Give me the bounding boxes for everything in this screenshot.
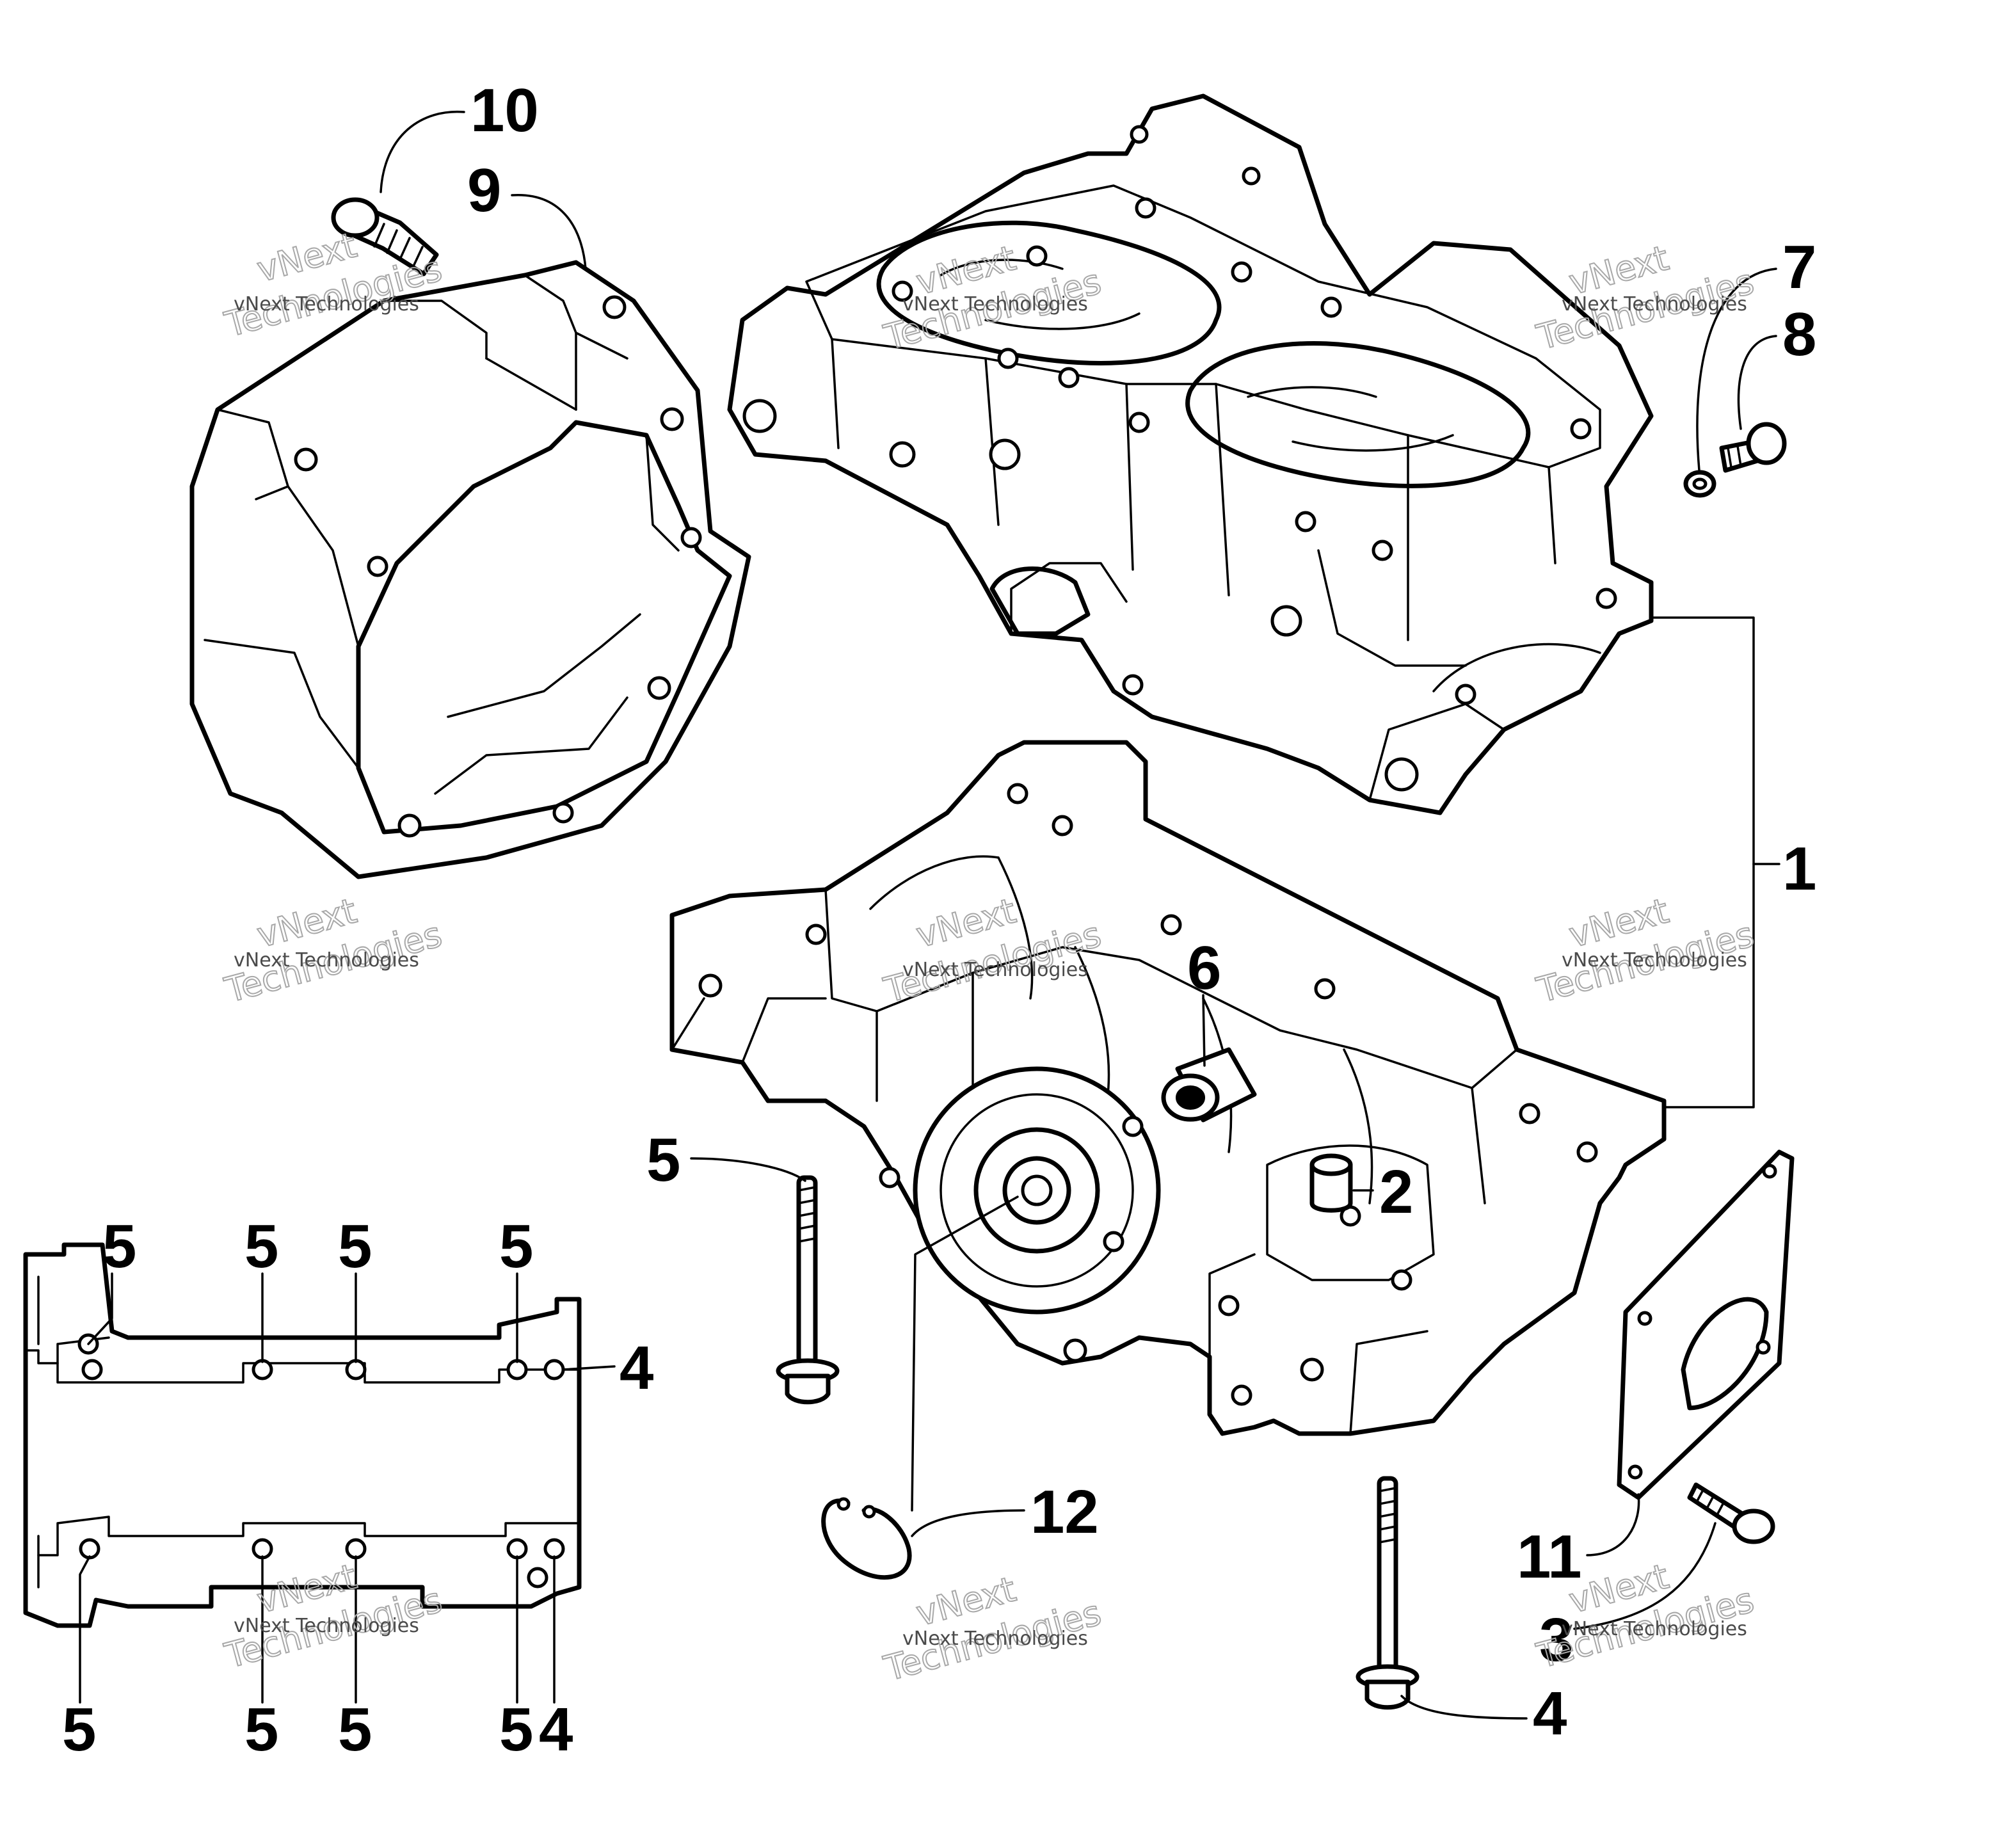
callout-5-inset-top-1: 5	[102, 1212, 136, 1281]
callout-5-inset-bottom-2: 5	[244, 1695, 278, 1764]
part-5-bolt	[776, 1175, 840, 1405]
watermark-small-5: vNext Technologies	[902, 959, 1088, 981]
watermark-small-6: vNext Technologies	[1562, 949, 1747, 972]
watermark-small-4: vNext Technologies	[234, 949, 419, 972]
part-7-8-washer-bolt	[1683, 422, 1787, 498]
callout-7: 7	[1782, 233, 1816, 301]
part-3-bolt	[1687, 1482, 1775, 1544]
leader-lines	[79, 110, 1780, 1720]
callout-9: 9	[467, 156, 501, 225]
callout-5-bolt: 5	[646, 1126, 680, 1194]
callout-5-inset-top-3: 5	[338, 1212, 372, 1281]
callout-1: 1	[1782, 835, 1816, 903]
callout-4-inset-right: 4	[620, 1334, 653, 1402]
part-6-dowel	[1161, 1047, 1257, 1123]
callout-11: 11	[1517, 1523, 1581, 1591]
callout-4-inset-bottom: 4	[539, 1695, 573, 1764]
part-10-bolt	[331, 197, 439, 276]
callout-10: 10	[470, 76, 539, 145]
watermark-6: vNext Technologies	[1532, 890, 1759, 1011]
callout-3: 3	[1539, 1606, 1573, 1674]
upper-crankcase	[727, 93, 1654, 815]
gasket-outline-inset	[23, 1242, 582, 1628]
part-11-gasket	[1617, 1149, 1795, 1500]
callout-labels: 1 2 3 4 4 4 5 5 5 5 5 5 5 5 5 6 7 8 9 10…	[62, 76, 1816, 1764]
part-12-circlip	[821, 1497, 912, 1580]
watermark-small-9: vNext Technologies	[1562, 1618, 1747, 1640]
callout-6: 6	[1187, 934, 1221, 1002]
callout-5-inset-bottom-3: 5	[338, 1695, 372, 1764]
callout-5-inset-top-4: 5	[499, 1212, 533, 1281]
callout-5-inset-top-2: 5	[244, 1212, 278, 1281]
watermark-small-3: vNext Technologies	[1562, 293, 1747, 316]
callout-2: 2	[1379, 1158, 1413, 1226]
watermark-small-2: vNext Technologies	[902, 293, 1088, 316]
watermark-small-8: vNext Technologies	[902, 1628, 1088, 1650]
watermark-7: vNext Technologies	[220, 1555, 447, 1677]
callout-5-inset-bottom-4: 5	[499, 1695, 533, 1764]
part-2-pin	[1309, 1153, 1353, 1213]
callout-5-inset-bottom-1: 5	[62, 1695, 96, 1764]
callout-4: 4	[1533, 1679, 1567, 1748]
watermark-4: vNext Technologies	[220, 890, 447, 1011]
watermark-small-7: vNext Technologies	[234, 1615, 419, 1637]
callout-8: 8	[1782, 300, 1816, 369]
part-9-housing	[189, 260, 751, 879]
callout-12: 12	[1030, 1478, 1099, 1546]
watermark-small-1: vNext Technologies	[234, 293, 419, 316]
part-4-bolt	[1356, 1476, 1420, 1710]
